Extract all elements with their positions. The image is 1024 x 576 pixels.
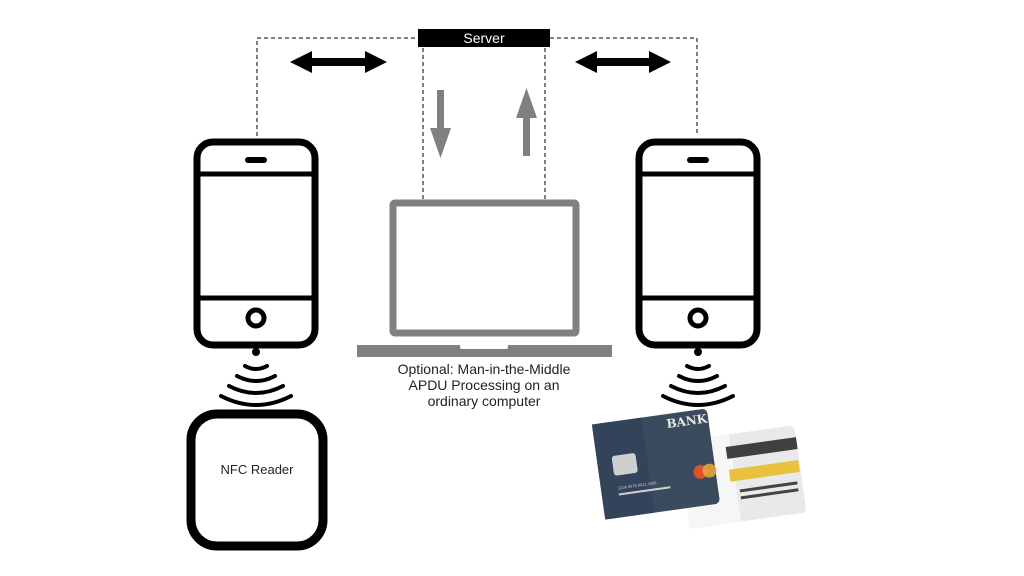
nfc-waves-right-icon — [661, 348, 735, 407]
server-bar — [418, 29, 550, 47]
right-phone — [635, 138, 761, 349]
mitm-caption: Optional: Man-in-the-Middle APDU Process… — [372, 361, 596, 409]
dashed-line-server-to-right-phone — [550, 37, 698, 136]
mitm-caption-line-3: ordinary computer — [427, 393, 541, 409]
double-arrow-right — [575, 51, 671, 73]
dashed-connections — [256, 37, 698, 200]
dashed-line-left-phone-to-server — [256, 37, 418, 136]
nfc-waves-left-icon — [219, 348, 293, 407]
mitm-caption-line-2: APDU Processing on an — [408, 377, 560, 393]
arrow-down-gray — [430, 90, 451, 158]
laptop — [357, 199, 612, 357]
double-arrow-left — [290, 51, 387, 73]
bank-cards — [591, 409, 806, 529]
mitm-caption-line-1: Optional: Man-in-the-Middle — [397, 361, 571, 377]
front-card — [591, 409, 720, 520]
nfc-reader-box — [186, 409, 328, 551]
nfc-reader-label: NFC Reader — [220, 462, 294, 477]
arrow-up-gray — [516, 88, 537, 156]
server-label: Server — [463, 30, 505, 46]
left-phone — [193, 138, 319, 349]
